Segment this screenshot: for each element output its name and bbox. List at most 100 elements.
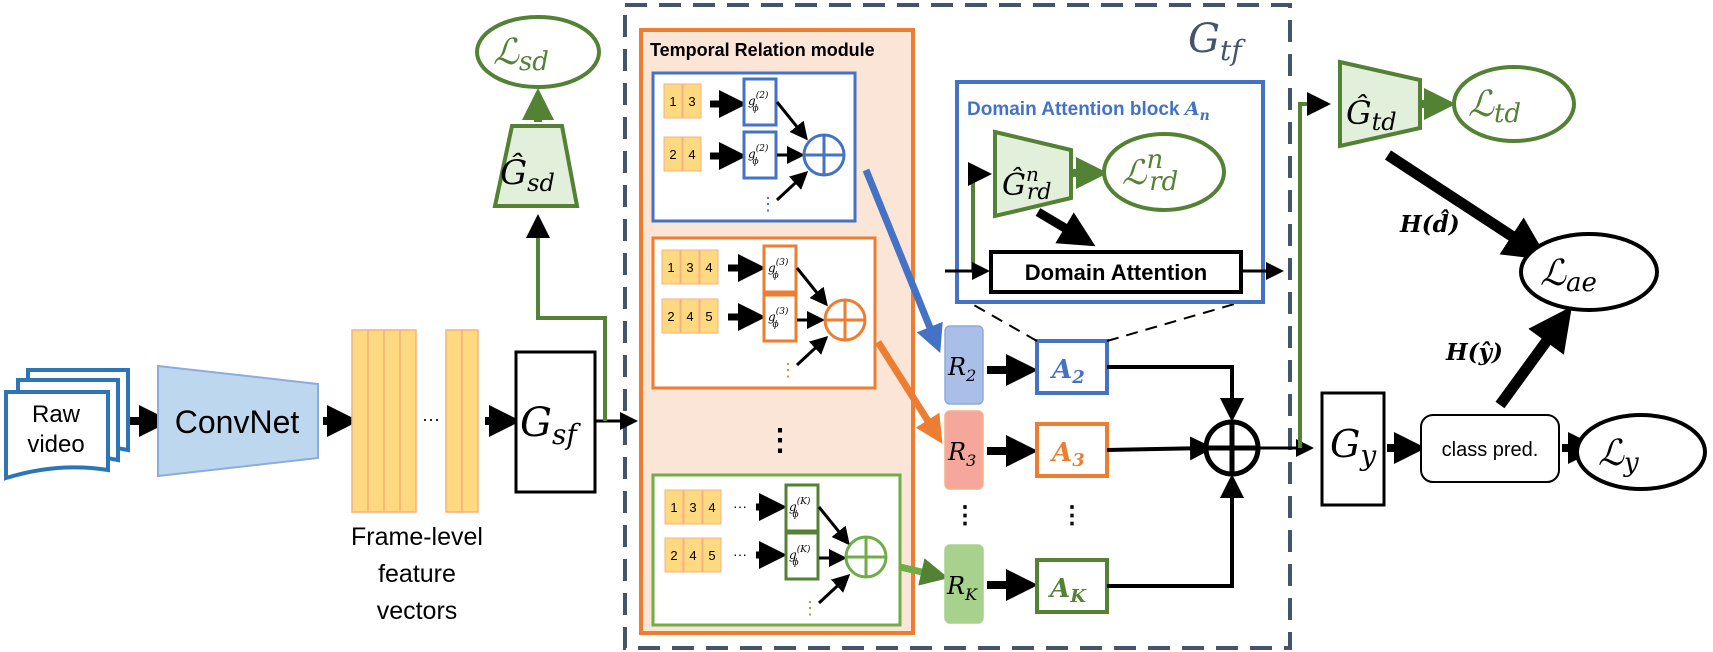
svg-text:4: 4 [686, 309, 693, 324]
convnet-trapezoid [157, 364, 319, 478]
h-y-label: H(ŷ) [1445, 339, 1503, 366]
group-2-ellipsis: ⋮ [759, 194, 777, 214]
a2-block [1035, 339, 1109, 395]
g-phi-3-label-1: g(3)ϕ [768, 257, 789, 281]
g-phi-k-label-1: g(K)ϕ [789, 496, 811, 520]
arrow-g3-sum-3 [795, 335, 829, 367]
a3-label: A3 [1049, 438, 1085, 471]
l-sd-ellipse [475, 15, 601, 89]
arrow-gsf-gsd [526, 214, 607, 421]
svg-text:1: 1 [669, 94, 676, 109]
g-tf-label: Gtf [1188, 16, 1246, 67]
svg-text:2: 2 [670, 548, 677, 563]
zoom-line-right [1106, 295, 1263, 342]
arrow-hy-lae [1495, 306, 1572, 409]
temporal-relation-title: Temporal Relation module [650, 40, 875, 60]
arrow-g3-sum-1 [795, 267, 828, 307]
svg-text:2: 2 [669, 147, 676, 162]
rk-block [944, 544, 984, 624]
groups-vertical-ellipsis: ⋮ [765, 424, 795, 457]
svg-text:1: 1 [670, 500, 677, 515]
rk-label: RK [946, 572, 978, 604]
arrow-input-grd [968, 162, 992, 271]
relation-group-k-frames: 1 3 4 2 4 5 [664, 489, 722, 573]
arrow-sum-gtd [1298, 92, 1331, 448]
group-3-ellipsis: ⋮ [779, 360, 797, 380]
g-phi-3-box-1 [762, 244, 798, 294]
g-sf-label: Gsf [520, 400, 581, 451]
g-td-trapezoid [1338, 59, 1422, 149]
arrow-g2-sum-3 [775, 170, 809, 202]
r-vertical-ellipsis: ⋮ [953, 502, 977, 529]
svg-text:3: 3 [688, 94, 695, 109]
g-rd-trapezoid [993, 129, 1073, 219]
relation-group-3-frames: 1 3 4 2 4 5 [661, 249, 719, 334]
g-phi-k-box-2 [784, 531, 820, 581]
frame-feature-vectors [351, 329, 479, 513]
g-sd-label: Ĝsd [500, 152, 555, 197]
svg-text:4: 4 [689, 548, 696, 563]
domain-attention-title: Domain Attention block An [967, 98, 1210, 124]
frame-caption-3: vectors [377, 597, 458, 625]
frame-caption-2: feature [378, 560, 456, 588]
svg-text:1: 1 [667, 260, 674, 275]
g-phi-2-label-2: g(2)ϕ [748, 143, 769, 167]
g-y-box [1320, 391, 1386, 507]
r3-block [944, 410, 984, 490]
g-y-label: Gy [1330, 422, 1377, 472]
g-td-label: Ĝtd [1346, 94, 1397, 136]
svg-text:3: 3 [689, 500, 696, 515]
g-phi-3-box-2 [762, 293, 798, 343]
g-phi-k-label-2: g(K)ϕ [789, 544, 811, 568]
a-vertical-ellipsis: ⋮ [1060, 502, 1084, 529]
a3-block [1035, 422, 1109, 478]
svg-text:4: 4 [688, 147, 695, 162]
svg-text:4: 4 [708, 500, 715, 515]
g-phi-2-box-2 [742, 130, 778, 180]
arrow-a3-sum [1106, 436, 1214, 461]
r2-block [944, 325, 984, 405]
arrow-g2-sum-1 [775, 101, 808, 141]
domain-attention-box [989, 250, 1243, 294]
svg-text:5: 5 [708, 548, 715, 563]
l-sd-label: ℒsd [493, 32, 549, 77]
arrow-ak-sum [1107, 474, 1244, 588]
frame-ellipsis: ··· [422, 409, 440, 429]
g-phi-2-label-1: g(2)ϕ [748, 90, 769, 114]
r3-label: R3 [947, 438, 976, 470]
class-pred-box [1420, 414, 1560, 483]
sum-icon-main [1203, 419, 1261, 477]
group-k-ellipsis: ⋮ [801, 598, 819, 618]
arrow-group2-r2 [862, 168, 943, 353]
arrow-a2-sum [1107, 365, 1244, 422]
relation-group-2-frames: 1 3 2 4 [663, 83, 702, 172]
l-y-ellipse [1575, 413, 1707, 491]
raw-video-icon [4, 368, 130, 481]
l-ae-ellipse [1519, 232, 1659, 312]
svg-text:2: 2 [667, 309, 674, 324]
convnet-label: ConvNet [175, 404, 300, 440]
g-tf-dashed-box [623, 3, 1292, 650]
sum-icon-3 [823, 298, 867, 342]
group-k-row-ellipsis-1: ··· [733, 498, 747, 514]
arrow-group3-r3 [875, 340, 943, 444]
sum-icon-2 [802, 133, 846, 177]
l-td-label: ℒtd [1468, 84, 1521, 129]
l-y-label: ℒy [1598, 433, 1639, 478]
arrow-grd-attention [1035, 208, 1096, 247]
g-phi-3-label-2: g(3)ϕ [768, 306, 789, 330]
svg-text:5: 5 [705, 309, 712, 324]
class-pred-label: class pred. [1442, 439, 1539, 461]
h-d-label: H(d̂) [1399, 210, 1460, 238]
group-k-row-ellipsis-2: ··· [733, 546, 747, 562]
domain-attention-box-label: Domain Attention [1025, 260, 1208, 285]
g-phi-2-box-1 [742, 77, 778, 127]
l-td-ellipse [1452, 65, 1576, 143]
frame-caption-1: Frame-level [351, 523, 483, 551]
ak-label: AK [1047, 574, 1087, 607]
svg-text:4: 4 [705, 260, 712, 275]
raw-video-label-2: video [27, 431, 84, 458]
